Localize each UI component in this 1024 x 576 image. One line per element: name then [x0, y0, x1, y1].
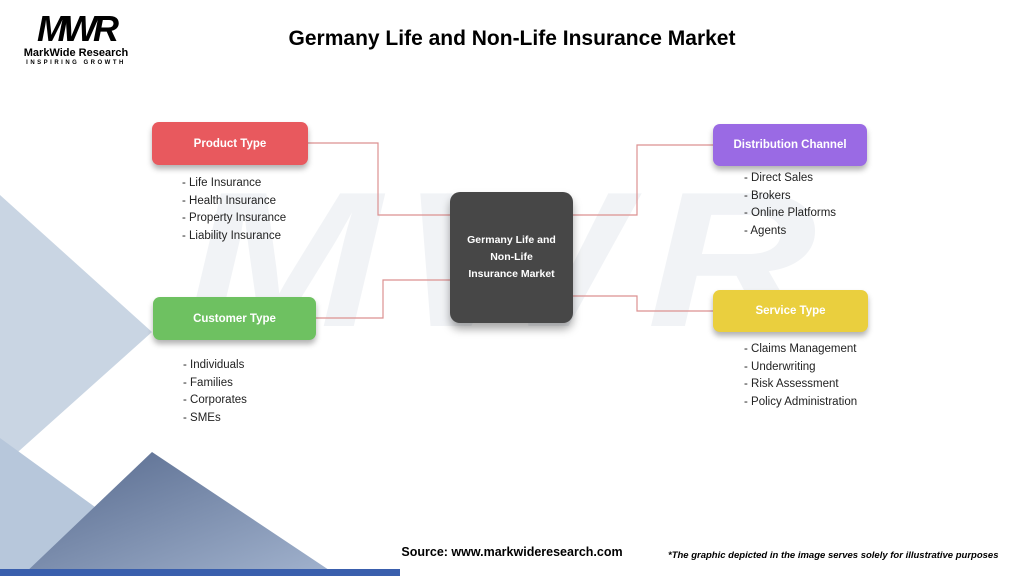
left-chevron-shape [0, 195, 152, 468]
category-box-product-type: Product Type [152, 122, 308, 165]
center-node: Germany Life and Non-Life Insurance Mark… [450, 192, 573, 323]
category-box-distribution-channel: Distribution Channel [713, 124, 867, 166]
category-items-distribution-channel: - Direct Sales - Brokers - Online Platfo… [744, 172, 837, 243]
category-items-service-type: - Claims Management - Underwriting - Ris… [744, 343, 858, 414]
segment-item: - Direct Sales [744, 172, 814, 184]
connector-customer-type [316, 279, 450, 319]
page-title: Germany Life and Non-Life Insurance Mark… [288, 27, 736, 50]
segment-item: - Individuals [183, 359, 245, 371]
category-label: Customer Type [193, 312, 276, 325]
category-items-product-type: - Life Insurance - Health Insurance - Pr… [182, 177, 287, 248]
category-label: Product Type [193, 137, 267, 150]
category-box-customer-type: Customer Type [153, 297, 316, 340]
connector-distribution-channel [573, 144, 713, 216]
segment-item: - Life Insurance [182, 177, 262, 189]
logo-brand-name: MarkWide Research [23, 47, 129, 60]
category-box-service-type: Service Type [713, 290, 868, 332]
segment-item: - Agents [744, 224, 787, 237]
segment-item: - Health Insurance [182, 194, 276, 207]
category-label: Distribution Channel [733, 139, 847, 151]
segment-item: - Claims Management [744, 343, 857, 355]
segment-item: - Policy Administration [744, 395, 858, 408]
segment-item: - Corporates [183, 394, 247, 406]
segment-item: - Underwriting [744, 360, 816, 373]
segment-item: - Liability Insurance [182, 229, 282, 242]
segment-item: - Families [183, 376, 233, 389]
segment-item: - Online Platforms [744, 207, 837, 219]
segment-item: - Brokers [744, 189, 791, 202]
bottom-blue-strip [0, 569, 400, 576]
logo-tagline: INSPIRING GROWTH [26, 60, 126, 67]
center-node-label: Germany Life and Non-Life Insurance Mark… [467, 234, 556, 280]
segment-item: - SMEs [183, 411, 221, 424]
source-line: Source: www.markwideresearch.com [401, 545, 623, 559]
logo: MWR MarkWide Research INSPIRING GROWTH [20, 8, 132, 67]
connector-service-type [573, 295, 713, 312]
segment-item: - Property Insurance [182, 212, 287, 224]
segment-item: - Risk Assessment [744, 378, 839, 390]
disclaimer-note: *The graphic depicted in the image serve… [668, 550, 999, 561]
logo-monogram: MWR [37, 8, 119, 49]
category-items-customer-type: - Individuals - Families - Corporates - … [183, 359, 247, 430]
category-label: Service Type [755, 305, 826, 317]
connector-product-type [308, 142, 450, 216]
